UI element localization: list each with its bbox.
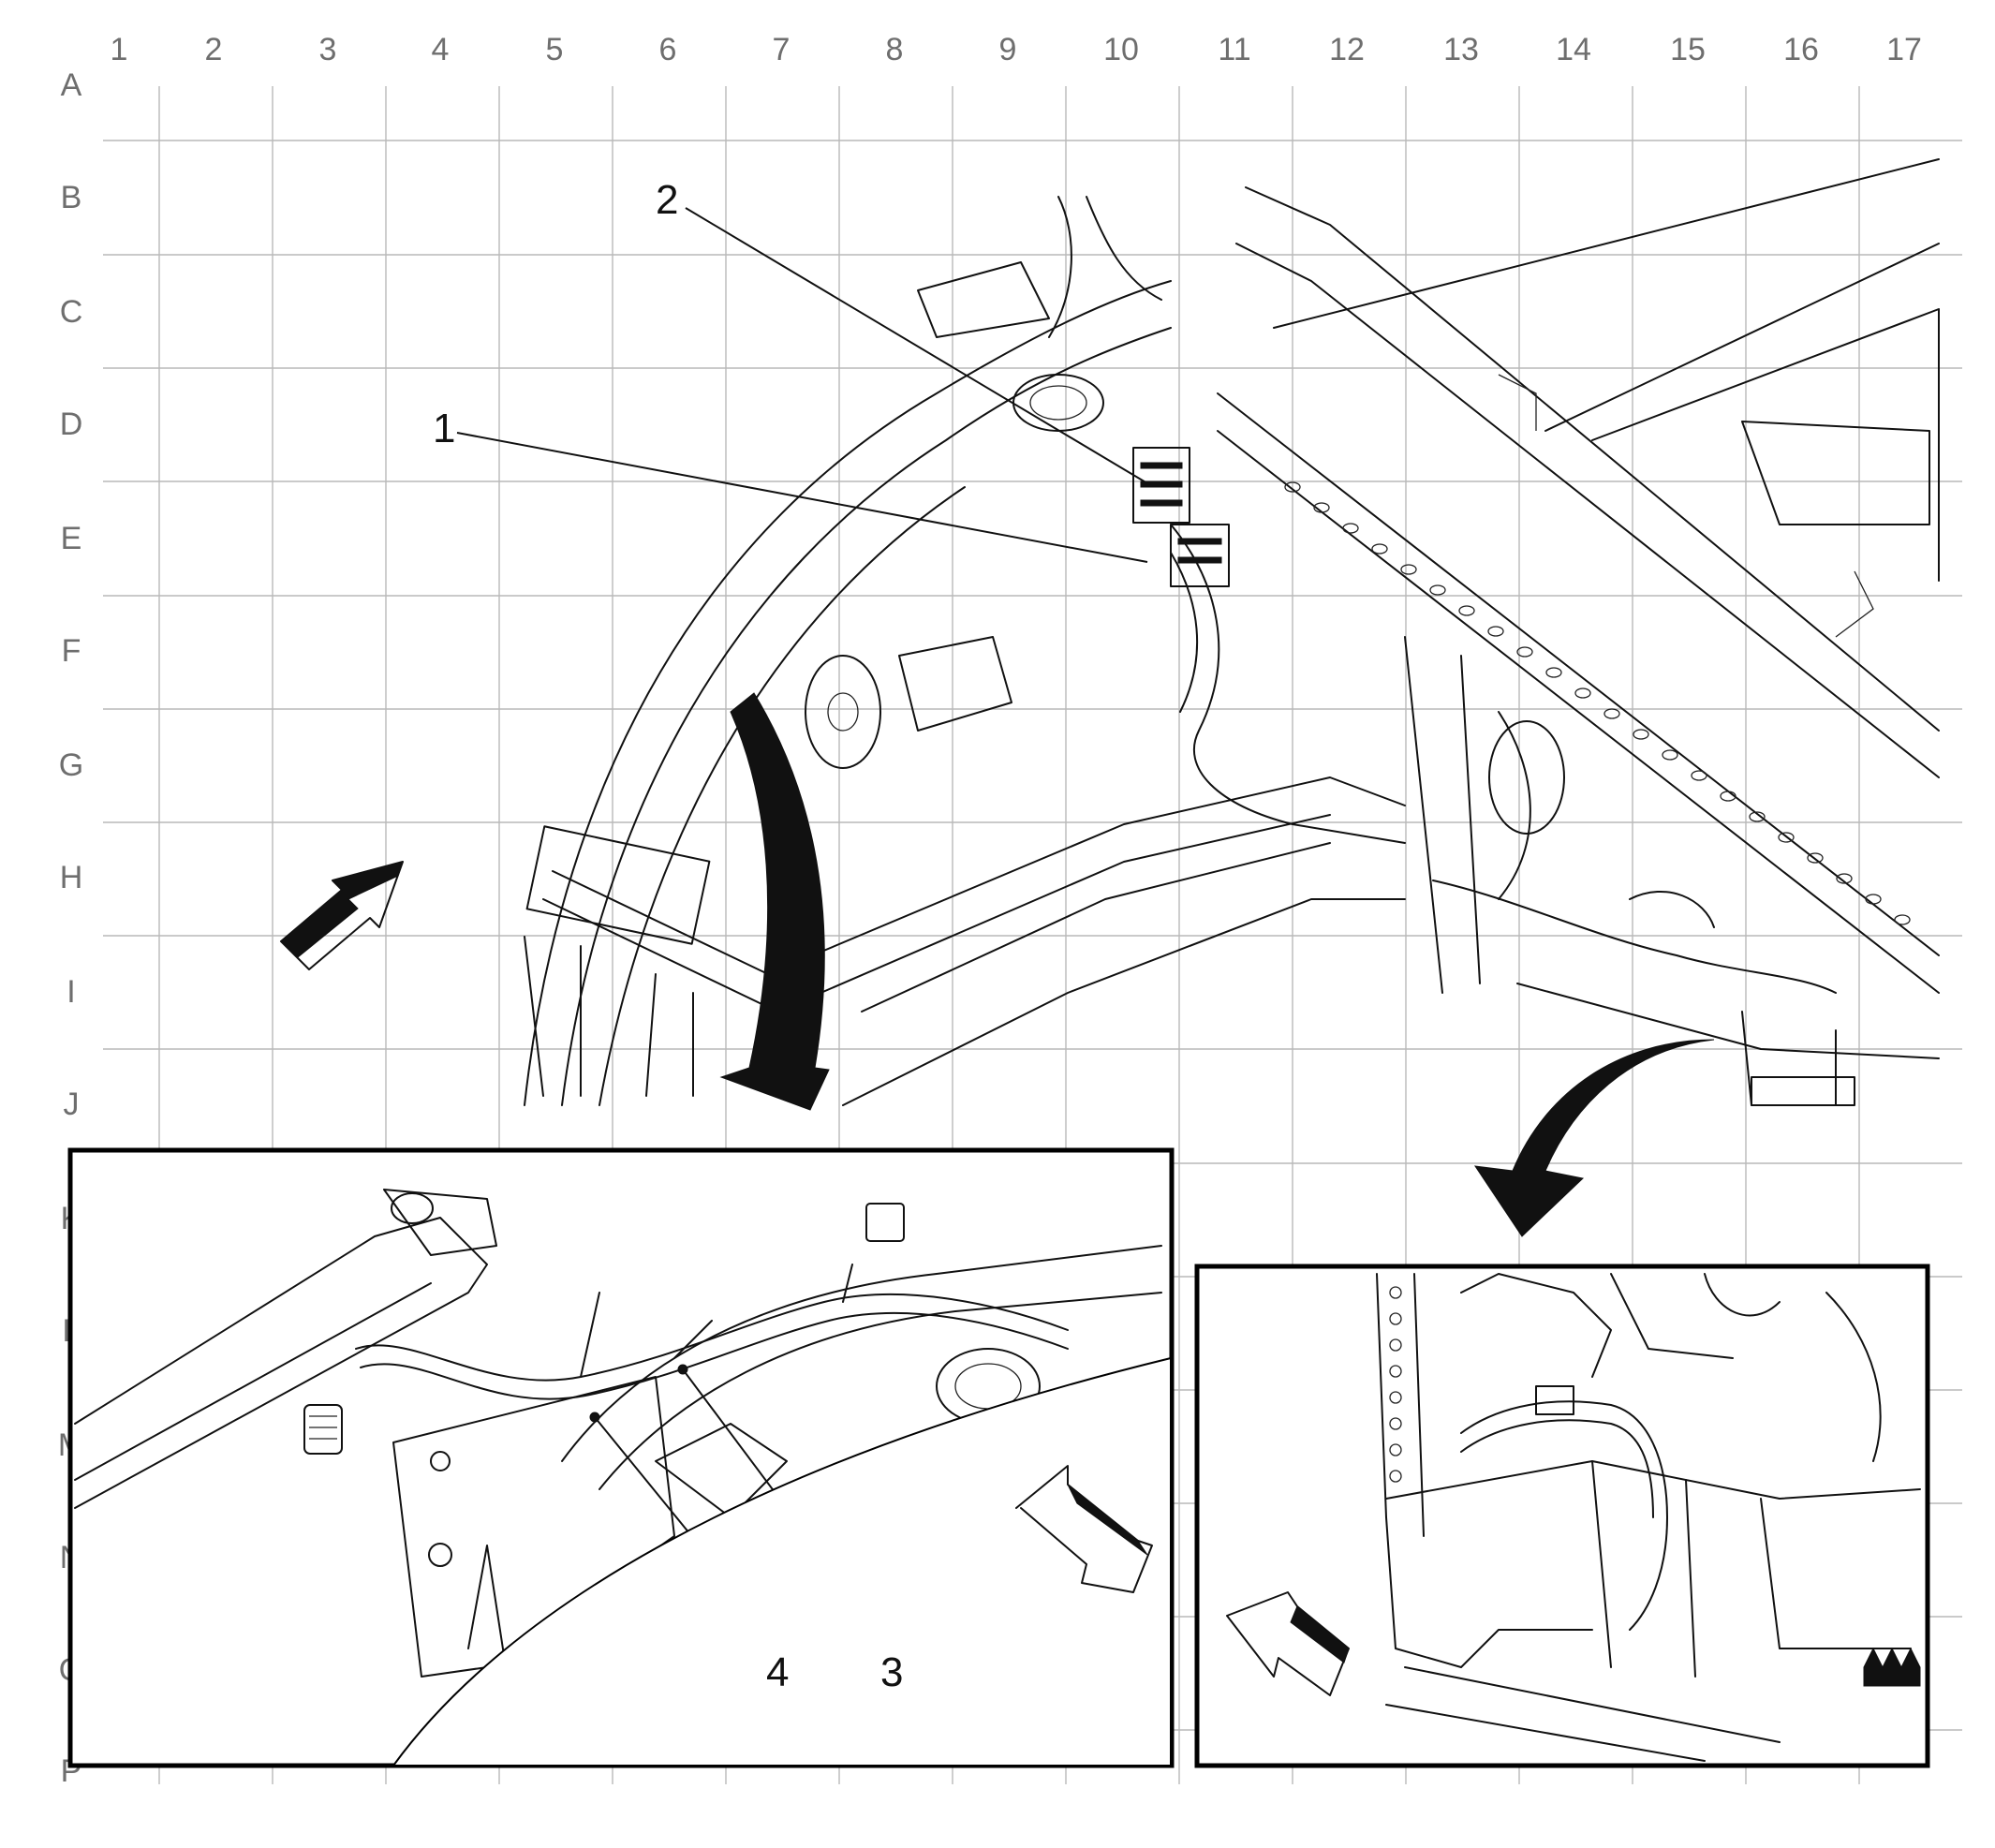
leader-1 (456, 432, 1148, 563)
grid-column-label: 9 (999, 32, 1017, 67)
mounting-hole (1389, 1443, 1402, 1456)
grid-column-label: 4 (432, 32, 450, 67)
inset-detail-left (67, 1147, 1175, 1768)
grid-row-label: H (60, 860, 83, 895)
mounting-hole (1400, 564, 1417, 575)
grid-column-label: 13 (1443, 32, 1479, 67)
grid-column-label: 8 (886, 32, 904, 67)
mounting-hole (1691, 770, 1707, 781)
grid-row-label: E (61, 521, 82, 556)
mounting-hole (1458, 605, 1475, 616)
mounting-hole (1807, 852, 1824, 864)
connector (303, 1404, 343, 1455)
mounting-hole (1389, 1338, 1402, 1352)
mounting-hole (1313, 502, 1330, 513)
mounting-hole (1545, 667, 1562, 678)
mounting-hole (1603, 708, 1620, 719)
mounting-hole (1284, 481, 1301, 493)
grid-row-label: B (61, 180, 82, 215)
grid-row-label: J (64, 1087, 80, 1122)
front-direction-arrow-icon (1226, 1591, 1350, 1696)
mounting-hole (1662, 749, 1678, 761)
grid-column-label: 11 (1218, 32, 1250, 67)
grid-column-label: 2 (205, 32, 223, 67)
mounting-hole (1836, 873, 1853, 884)
grid-column-label: 5 (546, 32, 564, 67)
grid-column-label: 10 (1103, 32, 1139, 67)
mounting-hole (1487, 626, 1504, 637)
mounting-hole (1371, 543, 1388, 554)
grid-column-label: 12 (1329, 32, 1365, 67)
mounting-hole (1749, 811, 1766, 822)
cross-member-holes (1284, 481, 1911, 925)
grid-column-label: 7 (773, 32, 791, 67)
mounting-hole (1516, 646, 1533, 658)
grid-column-label: 17 (1886, 32, 1922, 67)
main-engine-compartment-view (280, 158, 1940, 1237)
mounting-hole (1389, 1286, 1402, 1299)
grid-row-label: I (66, 974, 75, 1010)
mounting-hole (1720, 791, 1736, 802)
mounting-hole (1633, 729, 1649, 740)
mounting-hole (1389, 1470, 1402, 1483)
connector-2 (1132, 447, 1190, 524)
grid-column-label: 15 (1670, 32, 1706, 67)
mounting-hole (1865, 894, 1882, 905)
mounting-hole (1342, 523, 1359, 534)
grid-column-label: 1 (111, 32, 128, 67)
callout-number-3: 3 (880, 1649, 903, 1695)
grid-column-label: 3 (319, 32, 337, 67)
leader-2 (685, 207, 1148, 484)
front-direction-arrow-icon (1015, 1465, 1153, 1593)
grid-column-label: 6 (659, 32, 677, 67)
callout-number-4: 4 (766, 1649, 789, 1695)
inset-detail-right (1194, 1264, 1930, 1768)
mounting-hole (1894, 914, 1911, 925)
mounting-hole (1389, 1417, 1402, 1430)
mounting-hole (1389, 1312, 1402, 1325)
grid-row-label: G (59, 747, 83, 783)
callout-number-1: 1 (433, 406, 455, 451)
grid-column-label: 14 (1556, 32, 1591, 67)
mounting-hole (1429, 584, 1446, 596)
grid-column-label: 16 (1783, 32, 1819, 67)
connector-1 (1170, 524, 1230, 587)
mounting-hole (1389, 1365, 1402, 1378)
connector (865, 1203, 905, 1242)
front-direction-arrow-icon (280, 861, 404, 970)
callout-number-2: 2 (656, 177, 678, 223)
mounting-hole (1778, 832, 1795, 843)
inset-holes (1389, 1286, 1402, 1483)
curved-view-arrow-icon (1473, 1039, 1715, 1237)
mounting-hole (1389, 1391, 1402, 1404)
grid-row-label: C (60, 294, 83, 330)
curved-view-arrow-icon (719, 692, 830, 1111)
grid-row-label: D (60, 407, 83, 442)
grid-row-label: F (62, 633, 81, 669)
grid-row-label: A (61, 67, 82, 103)
mounting-hole (1574, 687, 1591, 699)
